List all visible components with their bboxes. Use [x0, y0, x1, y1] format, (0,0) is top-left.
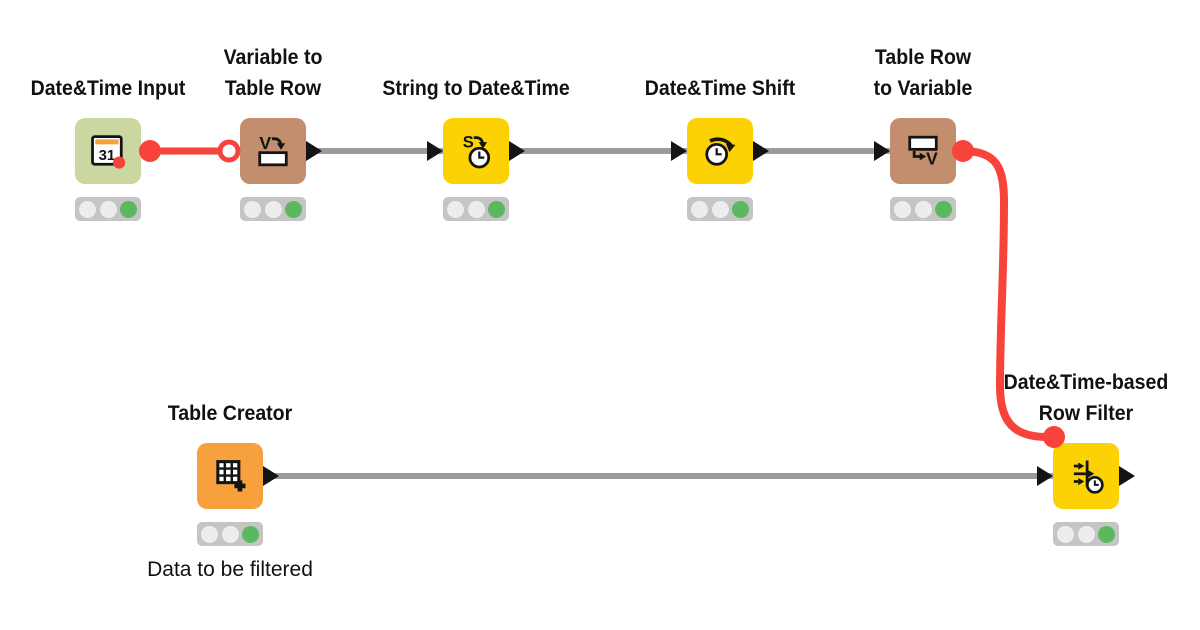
svg-text:31: 31 [99, 147, 116, 164]
node-table-row-to-variable[interactable]: Table Row to Variable V [874, 46, 972, 221]
node-label: Table Row to Variable [873, 46, 973, 100]
traffic-light-status [240, 197, 306, 221]
status-dot-red [447, 200, 464, 218]
node-body[interactable]: 31 [75, 118, 141, 184]
node-annotation: Data to be filtered [147, 558, 313, 581]
connection-rowtovar-to-rowfilter[interactable] [959, 147, 1051, 441]
status-dot-green [242, 525, 259, 543]
status-dot-green [120, 200, 137, 218]
node-label: Table Creator [167, 402, 293, 425]
node-label: Variable to Table Row [223, 46, 323, 100]
status-dot-red [244, 200, 261, 218]
node-body[interactable]: S [443, 118, 509, 184]
status-dot-yellow [99, 200, 117, 218]
node-label: String to Date&Time [382, 77, 570, 100]
in-port-table-row-to-variable[interactable] [874, 141, 890, 161]
traffic-light-status [1053, 522, 1119, 546]
node-body[interactable]: V [240, 118, 306, 184]
clock-shift-icon [705, 137, 736, 166]
status-dot-red [894, 200, 911, 218]
in-port-row-filter[interactable] [1037, 466, 1053, 486]
flow-var-in-port-variable-to-table-row[interactable] [217, 139, 241, 163]
status-dot-green [732, 200, 749, 218]
status-dot-green [1098, 525, 1115, 543]
status-dot-red [201, 525, 218, 543]
status-dot-green [935, 200, 952, 218]
table-plus-icon [216, 460, 246, 492]
status-dot-green [285, 200, 302, 218]
flow-var-in-port-row-filter[interactable] [1043, 426, 1065, 448]
node-date-time-based-row-filter[interactable]: Date&Time-based Row Filter [1004, 371, 1168, 546]
node-table-creator[interactable]: Table Creator Data to be filtered [147, 402, 313, 581]
out-port-string-to-date-time[interactable] [509, 141, 525, 161]
node-label: Date&Time-based Row Filter [1003, 371, 1169, 425]
node-label: Date&Time Input [30, 77, 186, 100]
status-dot-yellow [914, 200, 932, 218]
status-dot-yellow [467, 200, 485, 218]
status-dot-yellow [1077, 525, 1095, 543]
node-body[interactable] [1053, 443, 1119, 509]
flow-var-out-port-date-time-input[interactable] [139, 140, 161, 162]
flow-var-out-port-table-row-to-variable[interactable] [952, 140, 974, 162]
out-port-row-filter[interactable] [1119, 466, 1135, 486]
svg-text:S: S [463, 133, 474, 152]
svg-text:V: V [926, 148, 938, 168]
status-dot-yellow [264, 200, 282, 218]
svg-text:V: V [259, 133, 271, 153]
node-body[interactable] [687, 118, 753, 184]
node-date-time-input[interactable]: Date&Time Input 31 [31, 77, 185, 221]
traffic-light-status [687, 197, 753, 221]
calendar-31-icon: 31 [91, 135, 126, 169]
node-date-time-shift[interactable]: Date&Time Shift [645, 77, 795, 221]
status-dot-red [691, 200, 708, 218]
status-dot-red [1057, 525, 1074, 543]
variable-to-row-icon: V [258, 133, 288, 167]
out-port-variable-to-table-row[interactable] [306, 141, 322, 161]
in-port-string-to-date-time[interactable] [427, 141, 443, 161]
in-port-date-time-shift[interactable] [671, 141, 687, 161]
node-string-to-date-time[interactable]: String to Date&Time S [382, 77, 570, 221]
row-filter-clock-icon [1073, 460, 1104, 494]
traffic-light-status [443, 197, 509, 221]
traffic-light-status [75, 197, 141, 221]
status-dot-yellow [711, 200, 729, 218]
row-to-variable-icon: V [908, 135, 938, 168]
status-dot-green [488, 200, 505, 218]
out-port-date-time-shift[interactable] [753, 141, 769, 161]
status-dot-yellow [221, 525, 239, 543]
string-to-clock-icon: S [463, 133, 491, 169]
node-body[interactable] [197, 443, 263, 509]
node-variable-to-table-row[interactable]: Variable to Table Row V [224, 46, 322, 221]
traffic-light-status [197, 522, 263, 546]
out-port-table-creator[interactable] [263, 466, 279, 486]
node-label: Date&Time Shift [644, 77, 796, 100]
status-dot-red [79, 200, 96, 218]
traffic-light-status [890, 197, 956, 221]
node-body[interactable]: V [890, 118, 956, 184]
